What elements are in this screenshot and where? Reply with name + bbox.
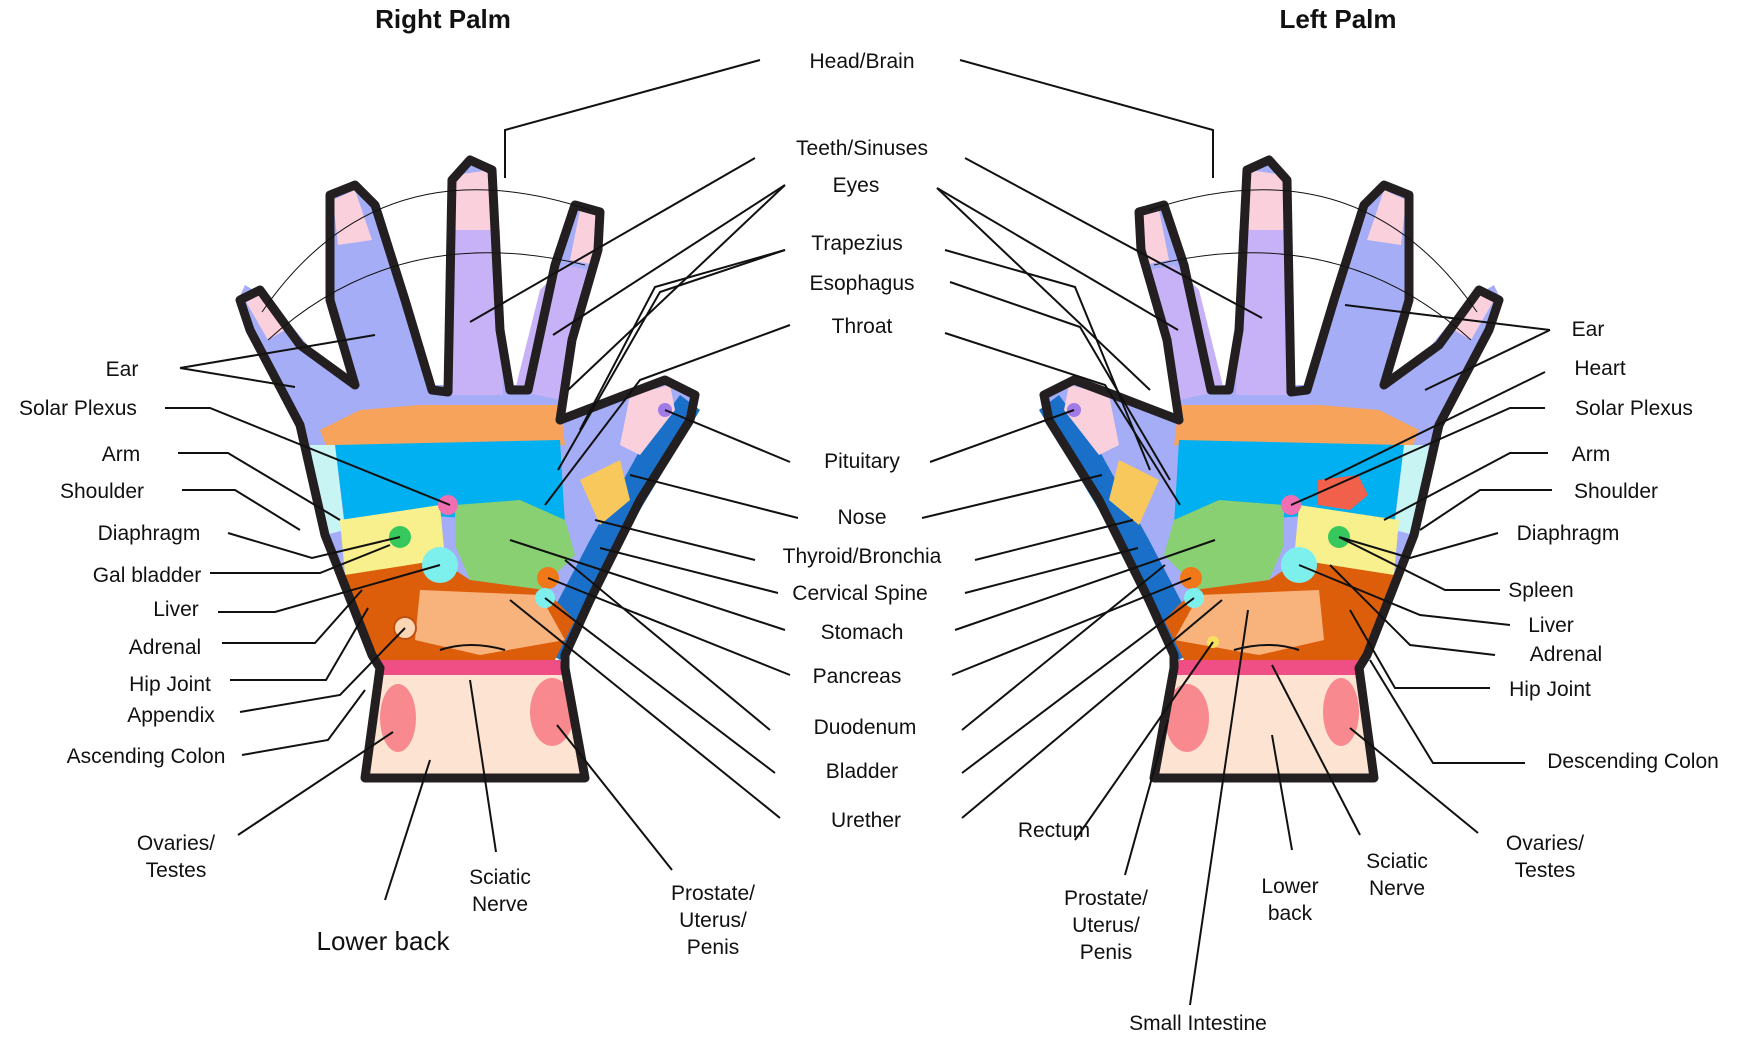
right-label-liver: Liver (153, 598, 199, 621)
left-label-diaphragm: Diaphragm (1517, 522, 1620, 545)
right-label-ascending-colon: Ascending Colon (67, 745, 226, 768)
label-stomach: Stomach (821, 621, 904, 644)
right-label-sciatic-2: Nerve (472, 893, 528, 916)
right-palm-title: Right Palm (375, 4, 511, 34)
left-palm-title: Left Palm (1279, 4, 1396, 34)
right-label-adrenal: Adrenal (129, 636, 201, 659)
left-label-prostate-3: Penis (1080, 941, 1133, 964)
label-esophagus: Esophagus (809, 272, 914, 295)
left-label-hip-joint: Hip Joint (1509, 678, 1591, 701)
right-label-lower-back: Lower back (317, 926, 451, 956)
right-label-gal-bladder: Gal bladder (93, 564, 202, 587)
right-label-arm: Arm (102, 443, 141, 466)
left-label-shoulder: Shoulder (1574, 480, 1658, 503)
right-label-ovaries-1: Ovaries/ (137, 832, 215, 855)
label-nose: Nose (837, 506, 886, 529)
label-urether: Urether (831, 809, 901, 832)
label-head-brain: Head/Brain (809, 50, 914, 73)
label-teeth-sinuses: Teeth/Sinuses (796, 137, 928, 160)
left-label-adrenal: Adrenal (1530, 643, 1602, 666)
right-label-ovaries-2: Testes (146, 859, 207, 882)
right-label-shoulder: Shoulder (60, 480, 144, 503)
label-thyroid-bronchia: Thyroid/Bronchia (783, 545, 942, 568)
right-wrist-spot-left (380, 684, 416, 752)
right-wrist-band (378, 660, 563, 675)
right-label-sciatic-1: Sciatic (469, 866, 531, 889)
left-wrist-band (1176, 660, 1361, 675)
left-label-solar-plexus: Solar Plexus (1575, 397, 1693, 420)
label-pancreas: Pancreas (813, 665, 902, 688)
right-label-solar-plexus: Solar Plexus (19, 397, 137, 420)
label-duodenum: Duodenum (814, 716, 917, 739)
right-label-prostate-1: Prostate/ (671, 882, 755, 905)
label-pituitary: Pituitary (824, 450, 900, 473)
right-label-diaphragm: Diaphragm (98, 522, 201, 545)
label-bladder: Bladder (826, 760, 898, 783)
left-label-sciatic-2: Nerve (1369, 877, 1425, 900)
left-label-lower-back-2: back (1268, 902, 1313, 925)
right-palm (238, 160, 700, 778)
left-label-small-intestine: Small Intestine (1129, 1012, 1267, 1035)
left-label-rectum: Rectum (1018, 819, 1090, 842)
left-label-sciatic-1: Sciatic (1366, 850, 1428, 873)
label-eyes: Eyes (833, 174, 880, 197)
left-palm (1039, 160, 1501, 778)
center-labels: Head/Brain Teeth/Sinuses Eyes Trapezius … (783, 50, 942, 832)
left-label-ear: Ear (1572, 318, 1605, 341)
left-label-arm: Arm (1572, 443, 1611, 466)
left-label-prostate-2: Uterus/ (1072, 914, 1140, 937)
right-label-hip-joint: Hip Joint (129, 673, 211, 696)
left-label-heart: Heart (1574, 357, 1626, 380)
label-cervical-spine: Cervical Spine (792, 582, 927, 605)
label-trapezius: Trapezius (811, 232, 902, 255)
right-label-ear: Ear (106, 358, 139, 381)
left-label-descending-colon: Descending Colon (1547, 750, 1719, 773)
left-wrist-spot-right (1323, 678, 1359, 746)
left-label-ovaries-1: Ovaries/ (1506, 832, 1584, 855)
left-label-spleen: Spleen (1508, 579, 1573, 602)
right-label-appendix: Appendix (127, 704, 215, 727)
label-throat: Throat (832, 315, 893, 338)
left-label-lower-back-1: Lower (1261, 875, 1318, 898)
left-label-ovaries-2: Testes (1515, 859, 1576, 882)
right-label-prostate-2: Uterus/ (679, 909, 747, 932)
right-label-prostate-3: Penis (687, 936, 740, 959)
left-label-prostate-1: Prostate/ (1064, 887, 1148, 910)
left-label-liver: Liver (1528, 614, 1574, 637)
